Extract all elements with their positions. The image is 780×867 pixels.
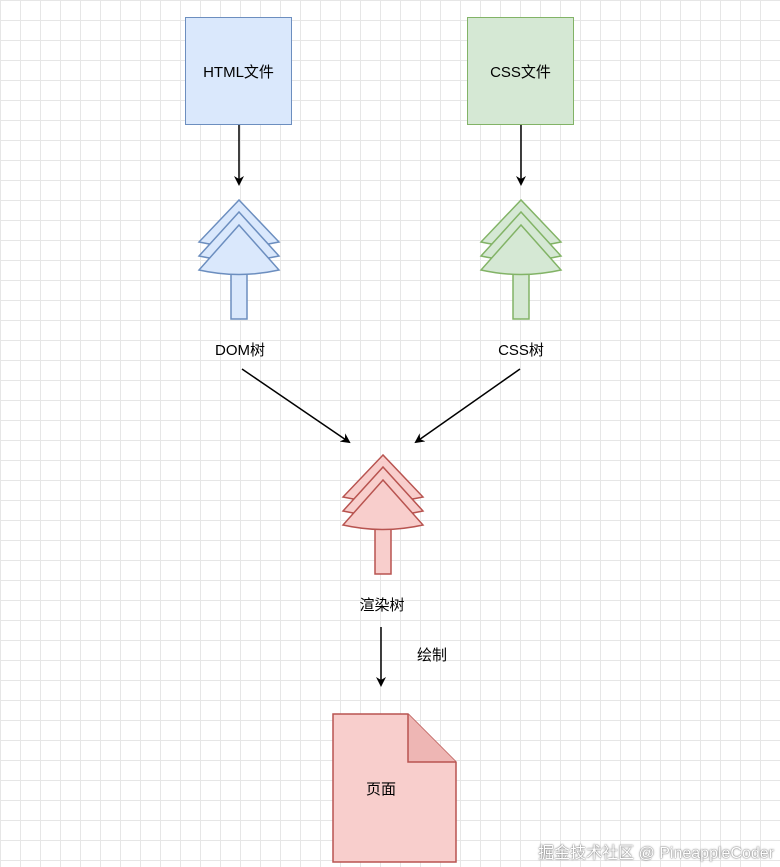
css-file-label: CSS文件	[490, 63, 551, 81]
page-label: 页面	[365, 781, 397, 798]
dom-tree-label: DOM树	[215, 342, 265, 359]
paint-edge-label: 绘制	[416, 647, 448, 664]
render-tree-label: 渲染树	[359, 597, 405, 614]
css-file-node: CSS文件	[467, 17, 574, 125]
html-file-node: HTML文件	[185, 17, 292, 125]
arrow-dom-to-render	[241, 368, 351, 444]
arrow-cssom-to-render	[414, 368, 521, 444]
page-document-icon	[332, 713, 457, 863]
watermark-text: 掘金技术社区 @ PineappleCoder	[538, 845, 774, 862]
css-tree-icon	[479, 198, 563, 320]
css-tree-label: CSS树	[498, 342, 544, 359]
html-file-label: HTML文件	[203, 63, 274, 81]
render-tree-icon	[341, 453, 425, 575]
dom-tree-icon	[197, 198, 281, 320]
